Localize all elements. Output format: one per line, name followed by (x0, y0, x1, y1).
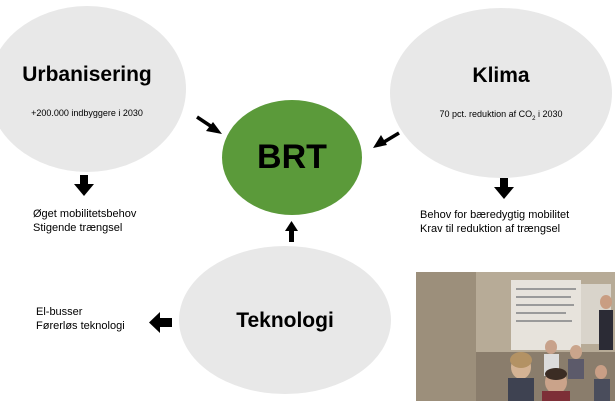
arrow-klima-down (494, 178, 514, 199)
arrow-teknologi-left (149, 312, 172, 333)
brt-center-node: BRT (222, 100, 362, 215)
arrow-teknologi-to-brt (285, 221, 298, 242)
urbanisering-title: Urbanisering (22, 63, 152, 86)
teknologi-title: Teknologi (236, 308, 334, 332)
klima-subtitle-suffix: i 2030 (535, 108, 563, 119)
klima-subtitle-subscript: 2 (532, 115, 536, 122)
effect-line: Øget mobilitetsbehov (33, 208, 137, 220)
workshop-photo (416, 272, 615, 401)
urbanisering-subtitle: +200.000 indbyggere i 2030 (31, 108, 143, 118)
klima-subtitle-text: 70 pct. reduktion af CO (439, 108, 533, 119)
effect-line: Behov for bæredygtig mobilitet (420, 209, 570, 221)
teknologi-effects: El-busser Førerløs teknologi (36, 305, 125, 333)
urbanisering-node: Urbanisering +200.000 indbyggere i 2030 (0, 6, 186, 172)
brt-label: BRT (257, 138, 327, 176)
teknologi-node: Teknologi (179, 246, 391, 394)
effect-line: Krav til reduktion af trængsel (420, 223, 561, 235)
klima-title: Klima (472, 63, 530, 87)
effect-line: Stigende trængsel (33, 222, 123, 234)
arrow-urban-down (74, 175, 94, 196)
effect-line: El-busser (36, 306, 83, 318)
klima-effects: Behov for bæredygtig mobilitet Krav til … (420, 208, 569, 236)
klima-node: Klima 70 pct. reduktion af CO2 i 2030 (390, 8, 612, 178)
workshop-photo-image (416, 272, 615, 401)
effect-line: Førerløs teknologi (36, 320, 125, 332)
arrow-klima-to-brt (373, 131, 400, 148)
arrow-urban-to-brt (196, 115, 222, 134)
urbanisering-effects: Øget mobilitetsbehov Stigende trængsel (33, 207, 136, 235)
klima-subtitle: 70 pct. reduktion af CO2 i 2030 (439, 108, 563, 122)
